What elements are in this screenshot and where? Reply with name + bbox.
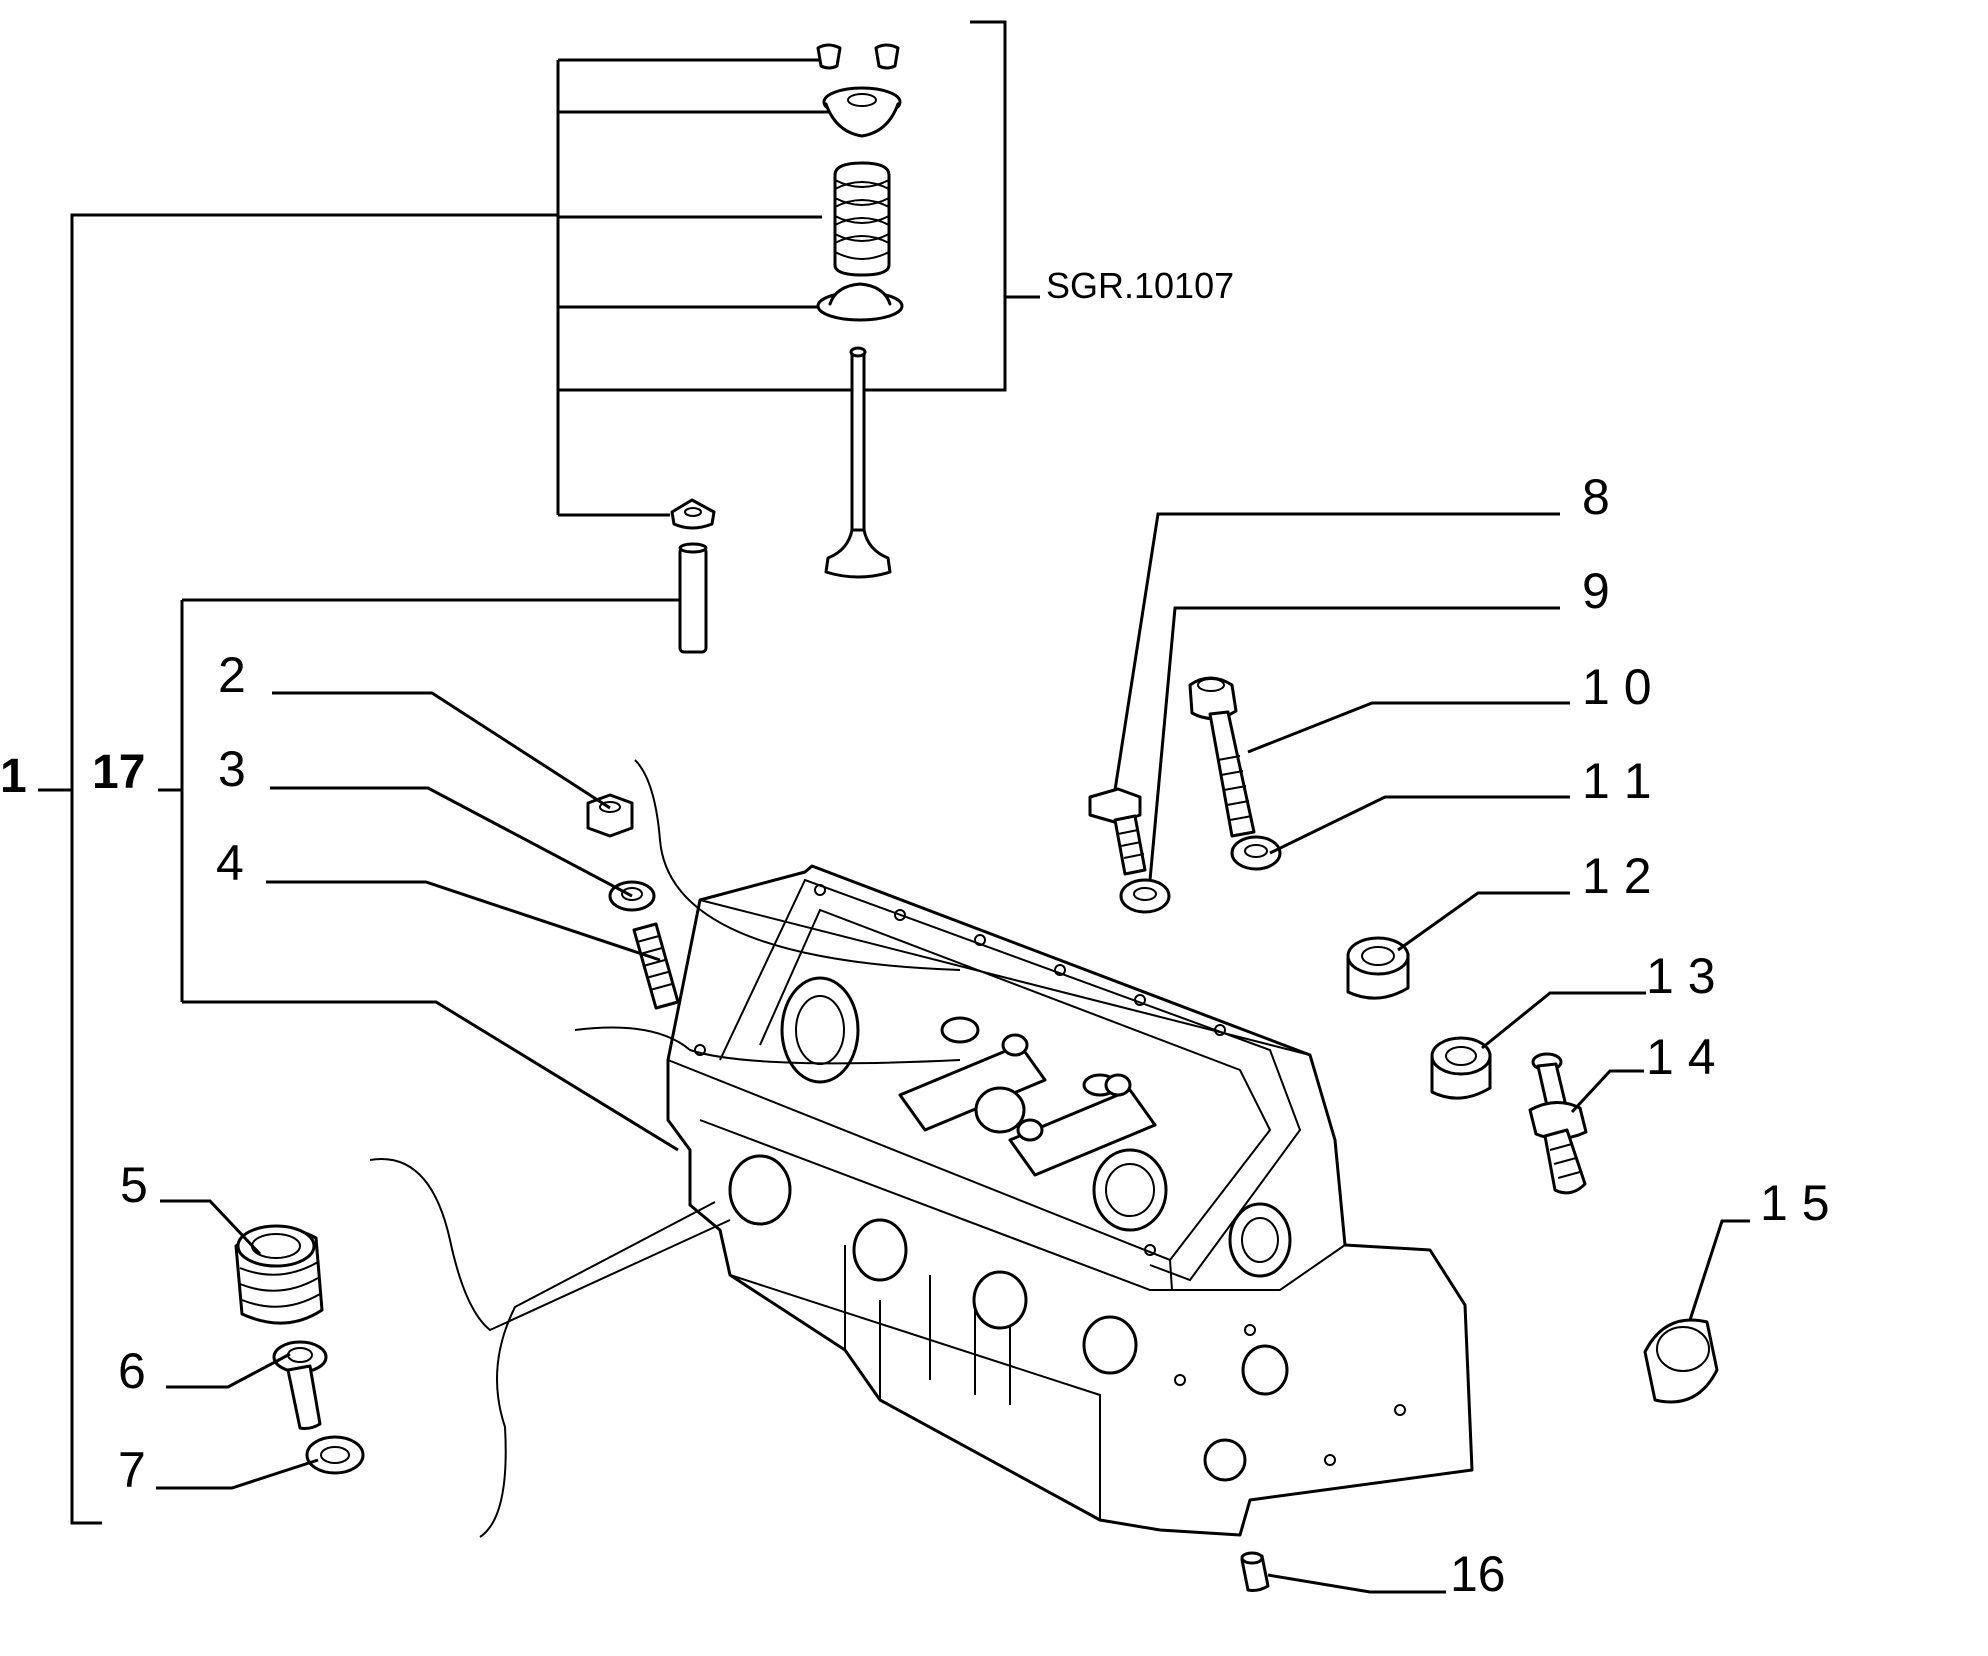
bracket-part-1 — [38, 58, 1005, 1525]
part-15-seal-ring — [1643, 1318, 1719, 1404]
label-part-17: 17 — [92, 746, 145, 799]
bracket-sgr-10107 — [970, 20, 1040, 392]
label-part-5: 5 — [120, 1157, 148, 1213]
valve-stem-seal — [670, 498, 716, 530]
part-9-washer — [1119, 878, 1171, 914]
label-part-7: 7 — [118, 1442, 146, 1498]
label-part-12: 1 2 — [1582, 848, 1652, 904]
label-part-9: 9 — [1582, 563, 1610, 619]
label-part-8: 8 — [1582, 469, 1610, 525]
valve — [824, 346, 892, 579]
part-8-bolt — [1088, 787, 1147, 876]
valve-cotters — [816, 43, 900, 70]
label-part-16: 16 — [1450, 1546, 1506, 1602]
label-part-14: 1 4 — [1646, 1029, 1716, 1085]
part-14-sensor — [1528, 1052, 1588, 1195]
label-part-15: 1 5 — [1760, 1175, 1830, 1231]
part-10-bolt — [1188, 676, 1256, 838]
valve-spring-retainer — [822, 86, 902, 138]
gasket-outline-curves — [369, 759, 961, 1538]
part-4-stud — [632, 922, 680, 1010]
cylinder-head — [666, 864, 1474, 1537]
valve-spring — [833, 161, 891, 277]
label-part-4: 4 — [216, 835, 244, 891]
bracket-part-17 — [158, 585, 692, 1152]
label-part-11: 1 1 — [1582, 753, 1652, 809]
part-12-plug — [1346, 936, 1410, 1000]
part-7-washer — [305, 1435, 365, 1475]
valve-guide — [678, 542, 708, 654]
part-13-plug — [1430, 1036, 1492, 1100]
part-2-nut — [586, 793, 634, 838]
leader-lines — [156, 512, 1750, 1594]
label-part-6: 6 — [118, 1343, 146, 1399]
label-part-10: 1 0 — [1582, 659, 1652, 715]
part-16-dowel — [1240, 1551, 1270, 1592]
label-part-2: 2 — [218, 647, 246, 703]
reference-code: SGR.10107 — [1046, 265, 1234, 306]
label-part-13: 1 3 — [1646, 948, 1716, 1004]
part-6-bolt — [272, 1340, 328, 1430]
valve-lower-seat — [816, 282, 904, 322]
part-11-washer — [1230, 835, 1282, 871]
label-part-3: 3 — [218, 741, 246, 797]
label-part-1: 1 — [0, 750, 27, 803]
